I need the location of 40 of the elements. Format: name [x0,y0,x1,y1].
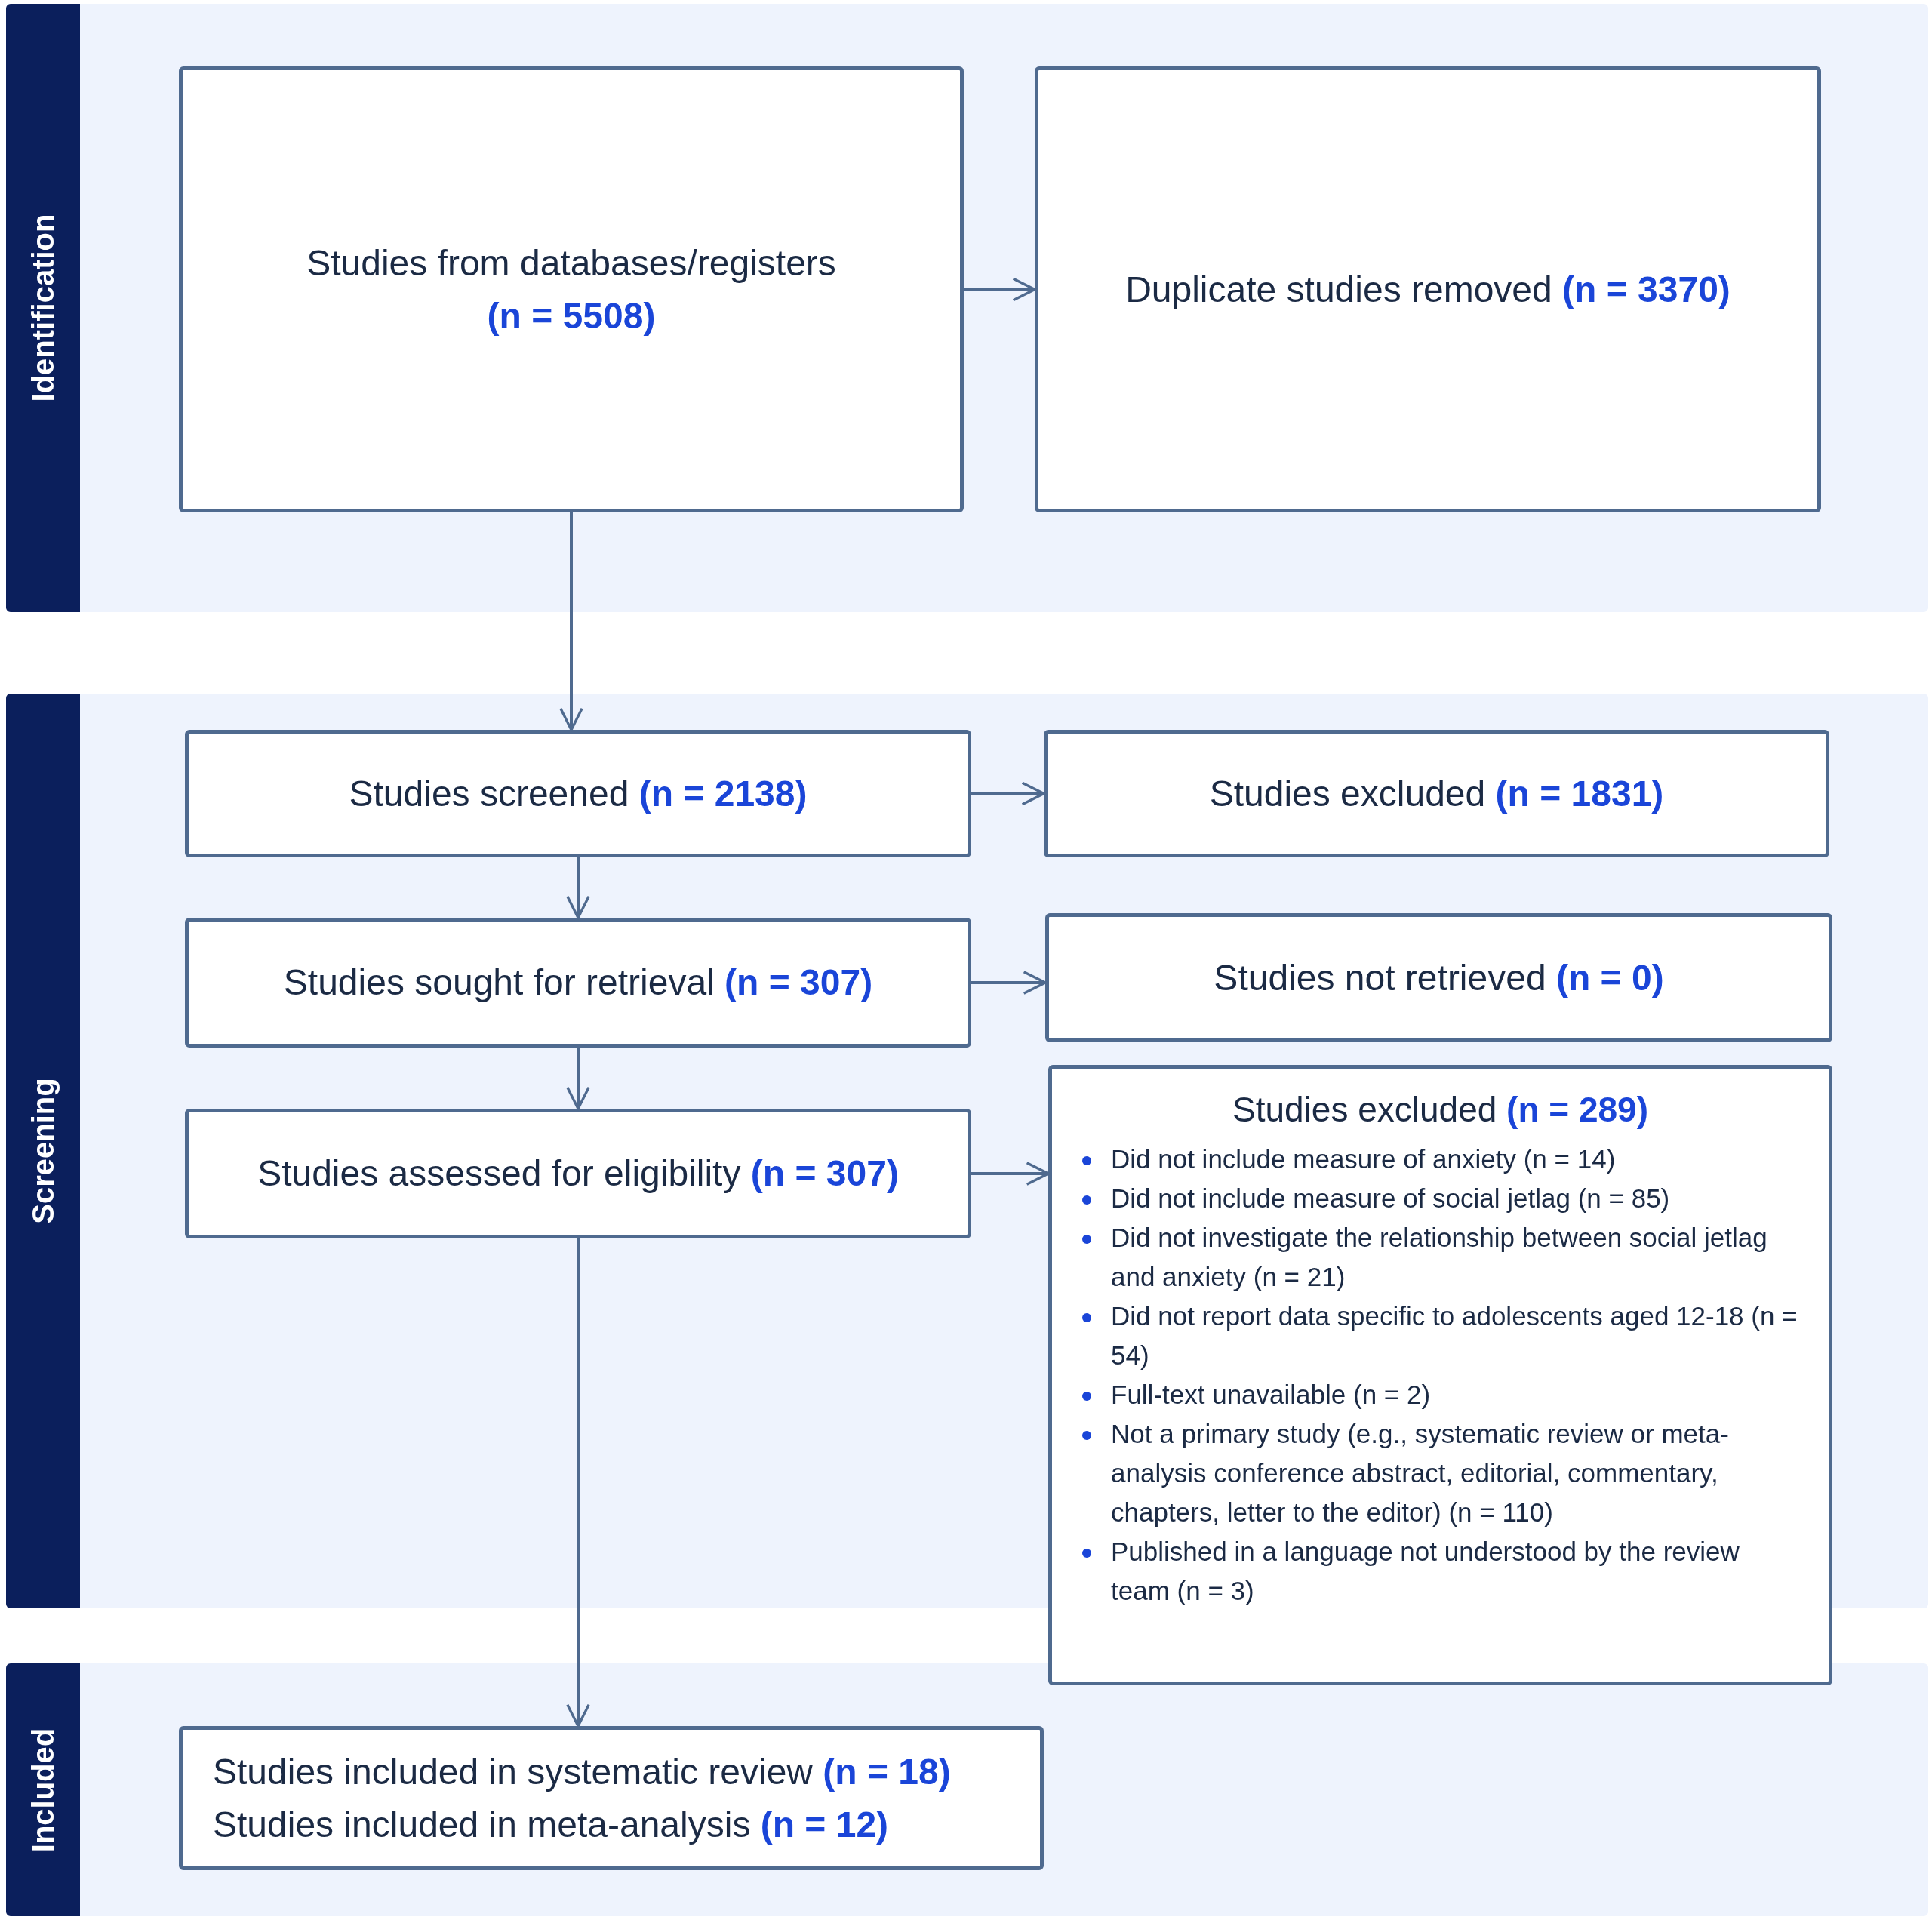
arrow [971,1162,1050,1186]
exclusion-reason: Published in a language not understood by the review team (n = 3) [1111,1535,1740,1607]
box-text: Studies excluded (n = 1831) [1209,772,1664,815]
exclusion-reason: Did not include measure of anxiety (n = 14) [1111,1143,1616,1175]
exclusion-reason: Full-text unavailable (n = 2) [1111,1378,1431,1411]
box-text: (n = 5508) [487,294,656,337]
process-box [1035,66,1821,512]
section-label: Identification [26,214,60,402]
exclusion-reason: Did not report data specific to adolescents aged 12-18 (n = 54) [1111,1300,1798,1371]
arrow [971,781,1045,806]
section-label: Screening [26,1078,60,1224]
arrow [964,277,1036,302]
exclusion-reason: Did not investigate the relationship between social jetlag and anxiety (n = 21) [1111,1221,1768,1293]
box-text: Studies not retrieved (n = 0) [1214,956,1664,999]
process-box [1045,913,1832,1042]
arrow [566,1048,590,1110]
box-text: Studies included in systematic review (n = 18) [213,1750,951,1793]
process-box [185,730,971,857]
section-band [6,1663,1928,1916]
process-box [179,1726,1044,1870]
box-heading: Studies excluded (n = 289) [1231,1089,1650,1131]
exclusion-reason: Did not include measure of social jetlag (n = 85) [1111,1182,1670,1214]
section-label: Included [26,1728,60,1852]
arrow [566,857,590,919]
box-text: Studies included in meta-analysis (n = 12) [213,1803,889,1846]
box-text: Studies from databases/registers [306,242,836,285]
process-box [185,918,971,1048]
box-text: Duplicate studies removed (n = 3370) [1125,268,1730,311]
arrow [566,1238,590,1728]
exclusion-reason: Not a primary study (e.g., systematic review or meta-analysis conference abstract, editorial, commentary, chapters, letter to the editor) (n = 110) [1111,1417,1730,1528]
arrow [971,971,1047,995]
box-text: Studies sought for retrieval (n = 307) [283,962,873,1004]
section-band [6,4,1928,612]
exclusion-box [1048,1065,1832,1685]
box-text: Studies assessed for eligibility (n = 307) [257,1152,899,1195]
arrow [559,512,583,731]
process-box [1044,730,1829,857]
process-box [185,1109,971,1238]
process-box [179,66,964,512]
box-text: Studies screened (n = 2138) [349,772,808,815]
